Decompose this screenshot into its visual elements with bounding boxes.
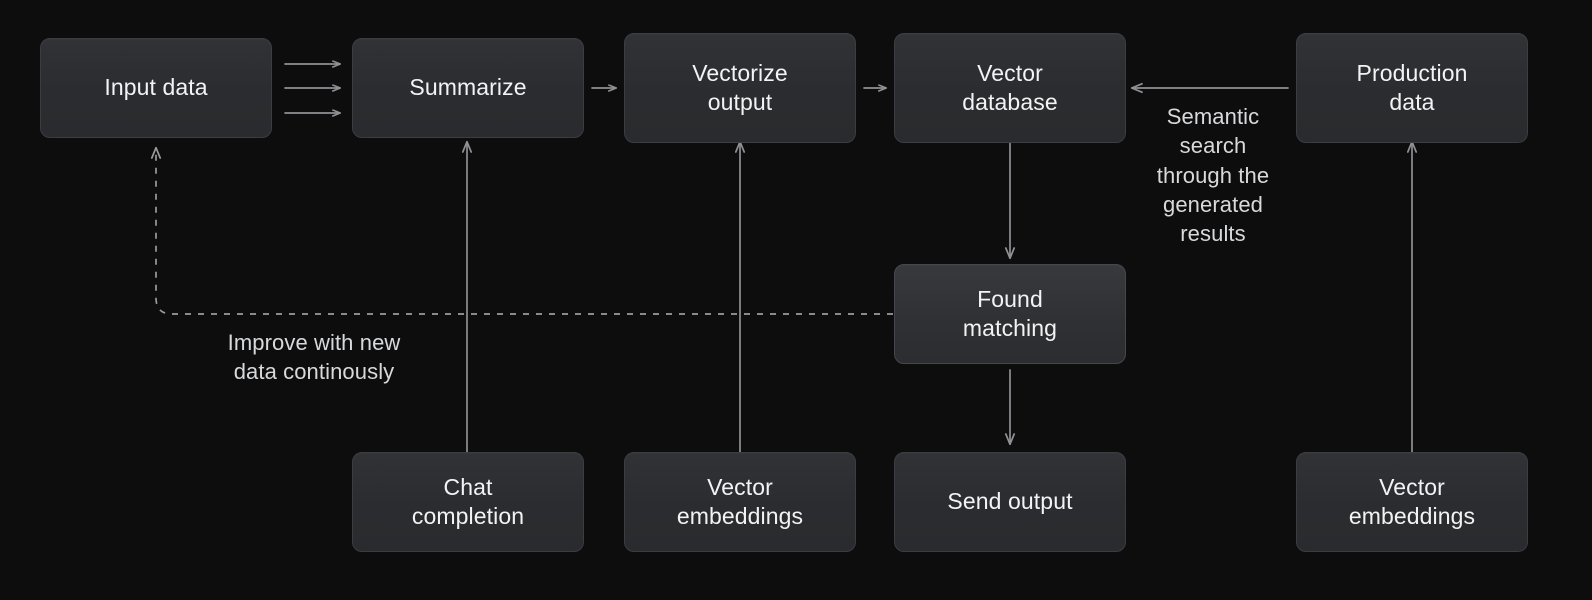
edge-found-matching-to-input-data — [156, 148, 893, 315]
node-vector-database[interactable]: Vector database — [894, 33, 1126, 143]
node-input-data-label: Input data — [104, 74, 208, 101]
node-vector-embeddings-mid-label: Vector embeddings — [676, 473, 804, 529]
node-found-matching-label: Found matching — [962, 285, 1058, 341]
node-chat-completion[interactable]: Chat completion — [352, 452, 584, 552]
node-input-data[interactable]: Input data — [40, 38, 272, 138]
node-vector-embeddings-right[interactable]: Vector embeddings — [1296, 452, 1528, 552]
node-vector-database-label: Vector database — [962, 59, 1058, 115]
node-vector-embeddings-right-label: Vector embeddings — [1348, 473, 1476, 529]
node-found-matching[interactable]: Found matching — [894, 264, 1126, 364]
node-vector-embeddings-mid[interactable]: Vector embeddings — [624, 452, 856, 552]
semantic-search-label: Semantic search through the generated re… — [1156, 104, 1270, 246]
node-send-output[interactable]: Send output — [894, 452, 1126, 552]
node-summarize[interactable]: Summarize — [352, 38, 584, 138]
node-chat-completion-label: Chat completion — [411, 473, 525, 529]
node-send-output-label: Send output — [947, 488, 1073, 515]
node-summarize-label: Summarize — [409, 74, 527, 101]
node-vectorize-output[interactable]: Vectorize output — [624, 33, 856, 143]
improve-loop-label: Improve with new data continously — [227, 330, 401, 385]
node-production-data[interactable]: Production data — [1296, 33, 1528, 143]
node-production-data-label: Production data — [1356, 59, 1468, 115]
node-vectorize-output-label: Vectorize output — [692, 59, 788, 115]
